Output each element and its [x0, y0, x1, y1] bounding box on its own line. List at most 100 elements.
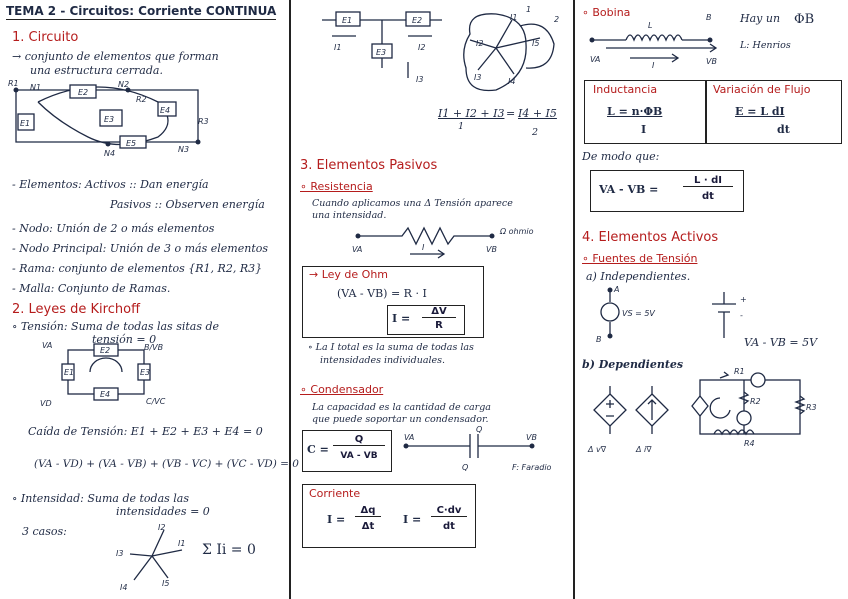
elementos-line1: - Elementos: Activos :: Dan energía — [12, 178, 209, 191]
leyes-heading: 2. Leyes de Kirchoff — [12, 302, 141, 317]
independent-source-diagram: A B VS = 5V — [596, 285, 655, 344]
kcl-blob-diagram: I1 I2 I3 I4 I5 1 2 — [463, 5, 559, 92]
independent-equation: VA - VB = 5V — [744, 336, 818, 349]
box-divider — [705, 81, 707, 143]
corr-denominator2: dt — [443, 521, 455, 532]
indep-label-a: A — [613, 285, 619, 294]
itotal-line1: ∘ La I total es la suma de todas las — [308, 342, 474, 353]
corr-numerator1: Δq — [355, 505, 381, 517]
blob-label-2: 2 — [554, 15, 559, 24]
bobina-label-b: B — [706, 13, 712, 22]
cond-label-q1: Q — [476, 425, 482, 434]
malla-def: - Malla: Conjunto de Ramas. — [12, 282, 171, 295]
blob-label-i2: I2 — [476, 39, 483, 48]
ohm-denominator: R — [435, 320, 443, 331]
casos-label-i3: I3 — [116, 549, 123, 558]
corriente-heading: Corriente — [309, 487, 361, 500]
independientes-heading: a) Independientes. — [586, 270, 691, 283]
ohm-heading: → Ley de Ohm — [309, 268, 389, 281]
circuit-label-n3: N3 — [178, 145, 189, 154]
res-label-va: VA — [352, 245, 362, 254]
ohm-law-box: → Ley de Ohm (VA - VB) = R · I I = ΔV R — [302, 266, 484, 338]
cond-label-q2: Q — [462, 463, 468, 472]
corr-denominator1: Δt — [361, 521, 375, 532]
kcl-node-diagram: E1 E2 E3 I1 I2 I3 — [322, 11, 442, 84]
demodo-denominator: dt — [702, 191, 714, 202]
circuit-label-r1: R1 — [8, 79, 19, 88]
condensador-heading: ∘ Condensador — [300, 383, 384, 396]
kcl-equals: = — [506, 107, 516, 120]
flujo-heading: Variación de Flujo — [713, 83, 811, 96]
circuit-label-n4: N4 — [104, 149, 115, 158]
kcl-equation-right: I4 + I5 — [518, 107, 557, 120]
circuit-label-e3: E3 — [104, 115, 114, 124]
cond-label-faradio: F: Faradio — [512, 463, 552, 472]
flujo-equation: E = L dI — [735, 105, 785, 118]
elementos-line2: Pasivos :: Observen energía — [110, 198, 265, 211]
corr-i2-label: I = — [403, 513, 422, 526]
kvl-label-e2: E2 — [100, 346, 110, 355]
top-label-e1: E1 — [342, 16, 352, 25]
caida-tension: Caída de Tensión: E1 + E2 + E3 + E4 = 0 — [28, 425, 263, 438]
inductancia-denominator: I — [641, 123, 647, 136]
res-label-i: I — [422, 243, 425, 252]
blob-label-i3: I3 — [474, 73, 481, 82]
column-divider-2 — [573, 0, 575, 599]
phi-b: ΦB — [794, 12, 815, 27]
bobina-label-va: VA — [590, 55, 600, 64]
indep-label-plus: + — [740, 295, 747, 304]
cond-line2: que puede soportar un condensador. — [312, 414, 489, 425]
column-2: E1 E2 E3 I1 I2 I3 I1 I2 I3 I4 I5 1 2 I1 … — [292, 0, 574, 599]
corriente-box: Corriente I = Δq Δt I = C·dv dt — [302, 484, 476, 548]
circuit-label-e5: E5 — [126, 139, 136, 148]
caida-equation: (VA - VD) + (VA - VB) + (VB - VC) + (VC … — [34, 458, 299, 470]
dep-label-r4: R4 — [744, 439, 755, 448]
dep-label-r3: R3 — [806, 403, 817, 412]
kvl-label-e3: E3 — [140, 368, 150, 377]
res-label-vb: VB — [486, 245, 497, 254]
resistencia-line2: una intensidad. — [312, 210, 387, 221]
circuit-label-e1: E1 — [20, 119, 30, 128]
circuit-label-e2: E2 — [78, 88, 88, 97]
kvl-label-vd: VD — [40, 399, 52, 408]
kcl-node-1: 1 — [458, 121, 465, 132]
indep-label-vs: VS = 5V — [622, 309, 655, 318]
cond-label-va: VA — [404, 433, 414, 442]
bobina-label-i: I — [652, 61, 655, 70]
bobina-label-vb: VB — [706, 57, 717, 66]
res-label-ohmio: Ω ohmio — [499, 227, 534, 236]
henrios-text: L: Henrios — [740, 40, 791, 51]
demodo-numerator: L · dI — [683, 175, 733, 187]
dep-label-r2: R2 — [750, 397, 761, 406]
ohm-numerator: ΔV — [422, 306, 456, 318]
dependent-circuit-diagram: R1 R2 R3 R4 — [691, 367, 817, 448]
fuentes-heading: ∘ Fuentes de Tensión — [582, 252, 698, 265]
cond-denominator: VA - VB — [340, 451, 378, 461]
circuit-label-r2: R2 — [136, 95, 147, 104]
casos-label: 3 casos: — [22, 525, 67, 538]
demodo-box: VA - VB = L · dI dt — [590, 170, 744, 212]
rama-def: - Rama: conjunto de elementos {R1, R2, R… — [12, 262, 263, 275]
flujo-denominator: dt — [777, 123, 790, 136]
circuit-diagram: R1 N1 E2 N2 R2 R3 N3 N4 E1 E3 E4 E5 — [8, 79, 209, 158]
cond-line1: La capacidad es la cantidad de carga — [312, 402, 491, 413]
indep-label-b: B — [596, 335, 602, 344]
ohm-equation: (VA - VB) = R · I — [337, 287, 427, 300]
inductancia-equation: L = n·ΦB — [607, 105, 663, 118]
circuito-heading: 1. Circuito — [12, 30, 79, 45]
dependent-sources-diagram: Δ v∇ Δ i∇ — [587, 386, 669, 454]
cond-c-label: C = — [307, 443, 329, 456]
top-label-i2: I2 — [418, 43, 425, 52]
circuit-label-r3: R3 — [198, 117, 209, 126]
kcl-node-2: 2 — [532, 127, 539, 138]
ohm-result-box: I = ΔV R — [387, 305, 465, 335]
capacitor-diagram: VA VB Q Q F: Faradio — [403, 425, 552, 472]
indep-label-minus: - — [740, 311, 743, 320]
cond-numerator: Q — [333, 434, 385, 446]
corr-numerator2: C·dv — [431, 505, 467, 517]
dep-label-r1: R1 — [734, 367, 745, 376]
hay-un-text: Hay un — [740, 12, 781, 25]
capacitance-box: C = Q VA - VB — [302, 430, 392, 472]
casos-label-i1: I1 — [178, 539, 185, 548]
